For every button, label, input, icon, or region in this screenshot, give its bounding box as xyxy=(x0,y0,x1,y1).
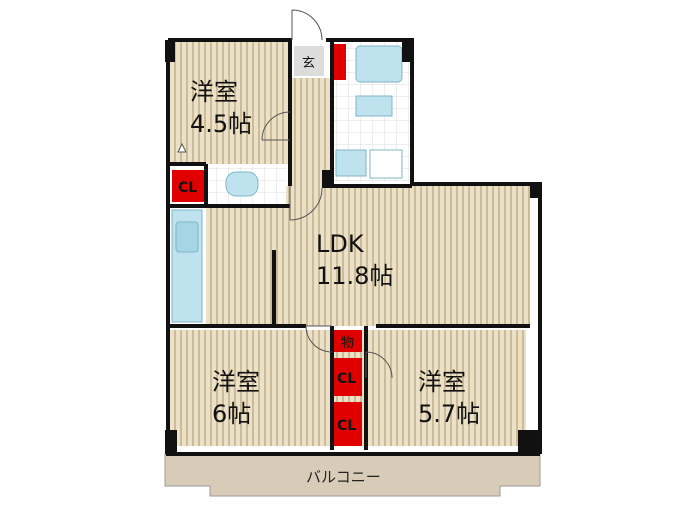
storage-label: 物 xyxy=(341,336,354,351)
room-western-1-size: 4.5帖 xyxy=(190,110,252,138)
room-western-3-size: 5.7帖 xyxy=(418,400,480,428)
ldk-floor xyxy=(206,186,530,326)
room-western-1-name: 洋室 xyxy=(190,78,238,106)
bathtub xyxy=(355,45,403,83)
room-western-3-floor xyxy=(370,330,526,446)
closet-label-middle: CL xyxy=(337,371,356,387)
wall-corner-6 xyxy=(322,170,334,188)
room-western-1-floor xyxy=(170,42,290,164)
room-western-2-size: 6帖 xyxy=(212,400,251,428)
balcony-label: バルコニー xyxy=(306,468,381,486)
door-swings xyxy=(177,9,393,379)
room-western-3-name: 洋室 xyxy=(418,368,466,396)
room-western-2-floor xyxy=(170,330,332,446)
balcony xyxy=(164,453,541,497)
toilet xyxy=(225,171,259,197)
washbasin xyxy=(335,149,367,177)
entrance-area xyxy=(294,46,324,76)
wall-corner-1 xyxy=(165,40,175,62)
entrance-label: 玄 xyxy=(302,56,315,71)
bathroom-sink xyxy=(355,95,393,117)
storage-closet xyxy=(334,330,362,352)
kitchen-sink xyxy=(175,221,199,253)
closet-label-top-left: CL xyxy=(178,180,197,196)
wall-corner-4 xyxy=(165,430,177,454)
wall-corner-5 xyxy=(518,430,538,454)
closet-bottom xyxy=(334,402,362,446)
closet-middle xyxy=(334,358,362,396)
closet-top-left xyxy=(172,170,206,202)
room-ldk-size: 11.8帖 xyxy=(316,262,393,290)
room-western-2-name: 洋室 xyxy=(212,368,260,396)
washing-machine xyxy=(369,149,403,179)
room-ldk-name: LDK xyxy=(316,230,365,258)
wall-corner-2 xyxy=(402,40,414,62)
wall-corner-3 xyxy=(530,184,542,198)
hallway-floor xyxy=(290,78,332,188)
closet-label-bottom: CL xyxy=(337,418,356,434)
closet-entrance xyxy=(332,44,346,80)
